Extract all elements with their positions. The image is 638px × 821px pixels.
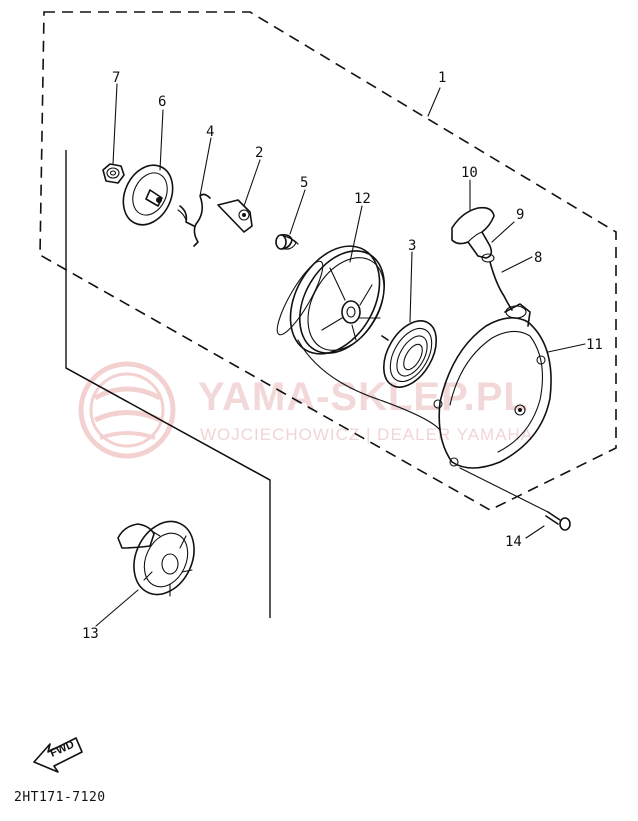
part-handle-grip (481, 253, 495, 263)
watermark-title: YAMA-SKLEP.PL (198, 375, 529, 419)
callout-11: 11 (586, 337, 603, 353)
part-pawl (217, 199, 253, 233)
part-clip-spring (177, 193, 211, 247)
callout-12: 12 (354, 191, 371, 207)
part-coil-spring (275, 234, 299, 250)
forward-direction-arrow: FWD (33, 737, 83, 773)
watermark-logo (78, 361, 176, 459)
callout-2: 2 (255, 145, 263, 161)
callout-7: 7 (112, 70, 120, 86)
watermark-subtitle: WOJCIECHOWICZ | DEALER YAMAHA (200, 425, 533, 444)
part-starter-handle (451, 206, 495, 259)
callout-9: 9 (516, 207, 524, 223)
part-recoil-spring (381, 320, 438, 388)
watermark: YAMA-SKLEP.PL WOJCIECHOWICZ | DEALER YAM… (78, 361, 533, 459)
part-nut (102, 163, 125, 184)
diagram-code: 2HT171-7120 (14, 790, 106, 805)
screw-leader-line (459, 467, 549, 513)
callout-5: 5 (300, 175, 308, 191)
part-pulley (276, 245, 386, 355)
leader-lines (95, 83, 586, 627)
callout-1: 1 (438, 70, 446, 86)
callouts: 7 6 4 2 5 12 3 1 10 9 8 11 13 14 (82, 70, 603, 642)
callout-4: 4 (206, 124, 214, 140)
callout-14: 14 (505, 534, 522, 550)
part-starter-case (433, 303, 552, 469)
callout-8: 8 (534, 250, 542, 266)
part-drive-plate (117, 520, 195, 597)
starter-rope-loop (297, 339, 441, 431)
callout-10: 10 (461, 165, 478, 181)
part-starter-rope (489, 261, 513, 311)
subassembly-frame-link (65, 367, 271, 481)
assembly-boundary (39, 11, 617, 511)
callout-3: 3 (408, 238, 416, 254)
part-plate (122, 164, 174, 226)
callout-6: 6 (158, 94, 166, 110)
part-screw (545, 511, 571, 531)
callout-13: 13 (82, 626, 99, 642)
